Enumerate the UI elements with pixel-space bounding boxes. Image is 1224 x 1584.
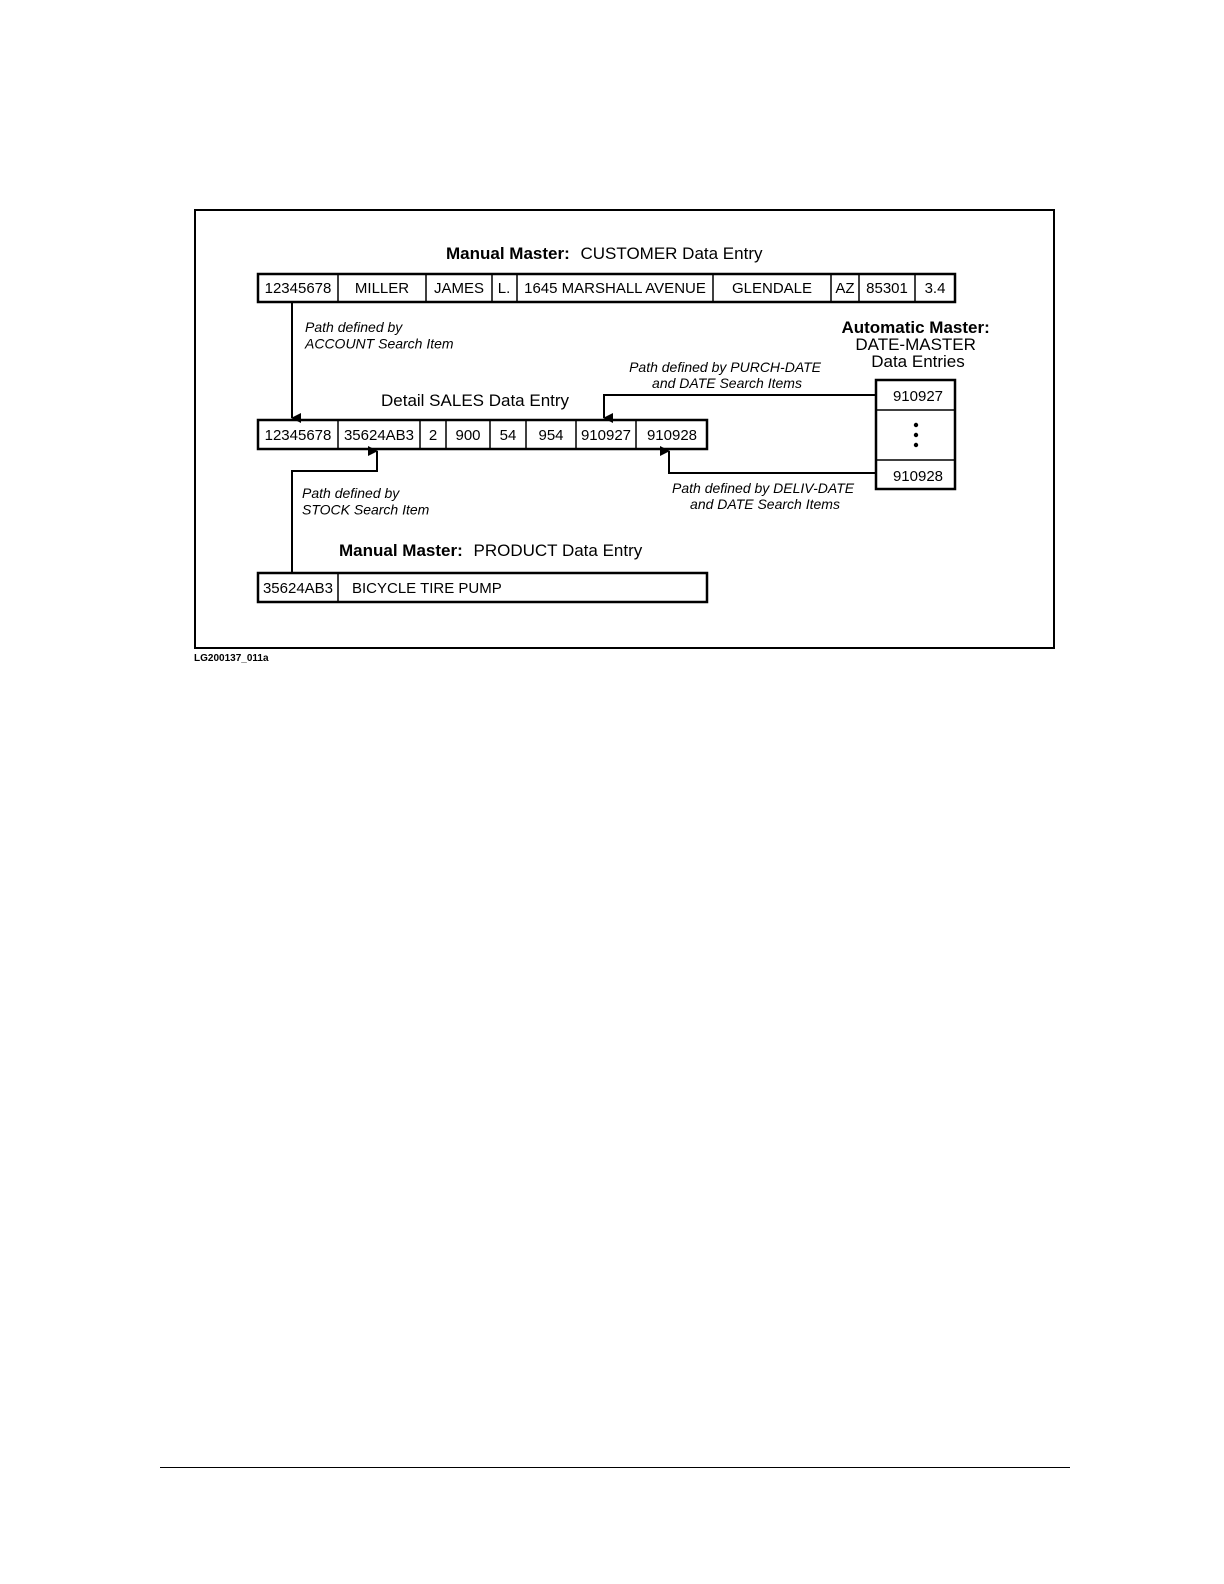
sales-field-account: 12345678 xyxy=(265,427,332,444)
sales-field-tax: 54 xyxy=(500,427,517,444)
sales-field-price: 900 xyxy=(455,427,480,444)
sales-record: 12345678 35624AB3 2 900 54 954 910927 91… xyxy=(256,418,709,451)
account-path-note: Path defined by ACCOUNT Search Item xyxy=(304,319,454,352)
date-master-record: 910927 910928 xyxy=(874,378,957,491)
customer-field-lastname: MILLER xyxy=(355,280,409,297)
ellipsis-dot xyxy=(913,432,919,438)
stock-path-arrow xyxy=(291,446,378,573)
figure-frame xyxy=(194,209,1055,649)
customer-field-zip: 85301 xyxy=(866,280,908,297)
customer-field-street: 1645 MARSHALL AVENUE xyxy=(524,280,706,297)
footer-rule xyxy=(160,1467,1070,1468)
sales-field-quantity: 2 xyxy=(429,427,437,444)
product-title: Manual Master: PRODUCT Data Entry xyxy=(339,541,643,560)
customer-field-account: 12345678 xyxy=(265,280,332,297)
deliv-date-path-arrow xyxy=(660,446,876,474)
deliv-date-path-note: Path defined by DELIV-DATE and DATE Sear… xyxy=(672,480,858,512)
customer-record: 12345678 MILLER JAMES L. 1645 MARSHALL A… xyxy=(256,272,957,304)
stock-path-note: Path defined by STOCK Search Item xyxy=(302,485,430,518)
date-master-title: Automatic Master: DATE-MASTER Data Entri… xyxy=(841,318,994,371)
product-field-description: BICYCLE TIRE PUMP xyxy=(352,580,502,597)
sales-field-deliv-date: 910928 xyxy=(647,427,697,444)
product-record: 35624AB3 BICYCLE TIRE PUMP xyxy=(256,571,709,604)
purch-date-path-arrow xyxy=(603,394,876,423)
customer-title: Manual Master: CUSTOMER Data Entry xyxy=(446,244,763,263)
sales-field-total: 954 xyxy=(538,427,563,444)
date-master-entry-2: 910928 xyxy=(893,468,943,485)
sales-title: Detail SALES Data Entry xyxy=(381,391,570,410)
figure-id-label: LG200137_011a xyxy=(194,653,269,664)
customer-field-initial: L. xyxy=(498,280,511,297)
customer-field-credit: 3.4 xyxy=(925,280,946,297)
sales-field-purch-date: 910927 xyxy=(581,427,631,444)
purch-date-path-note: Path defined by PURCH-DATE and DATE Sear… xyxy=(629,359,825,391)
ellipsis-dot xyxy=(913,442,919,448)
customer-field-city: GLENDALE xyxy=(732,280,812,297)
customer-field-firstname: JAMES xyxy=(434,280,484,297)
date-master-entry-1: 910927 xyxy=(893,388,943,405)
customer-field-state: AZ xyxy=(835,280,854,297)
ellipsis-dot xyxy=(913,422,919,428)
product-field-stock: 35624AB3 xyxy=(263,580,333,597)
sales-field-stock: 35624AB3 xyxy=(344,427,414,444)
